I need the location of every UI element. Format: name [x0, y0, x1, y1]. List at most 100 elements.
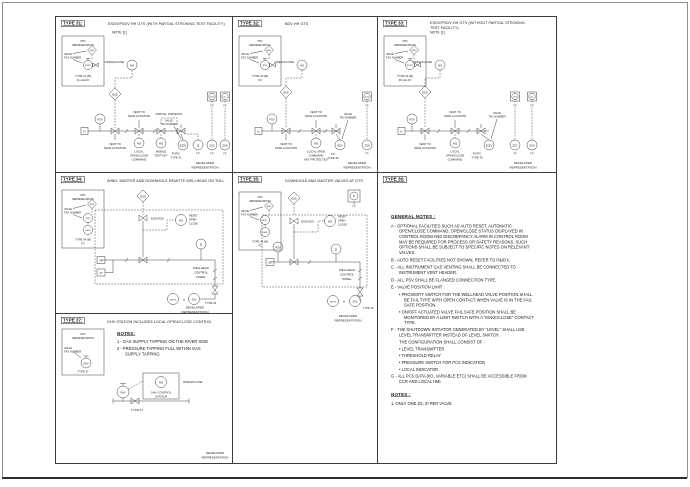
ssv-circle: SSV	[188, 293, 200, 305]
valve-tag-circle: BDV FO TYPE 32	[327, 133, 346, 160]
label-type31-tag: ESDV	[180, 145, 187, 148]
general-note-e: E - VALVE POSITION LIMIT :	[391, 285, 445, 290]
label-common-hs: HS	[300, 64, 304, 68]
label-common-open_close: OPEN/CLOSE	[412, 60, 432, 64]
label-common-pid2: REPRESENTATION	[394, 44, 416, 47]
label-common-esd: ESD	[140, 195, 145, 199]
type33-desc2: TEST FACILITY)	[430, 25, 459, 30]
label-common-vent_to: VENT TO	[133, 110, 146, 114]
label-type34-pid_fail: FC	[81, 242, 85, 246]
main-line	[88, 128, 185, 134]
psv-instrument: PSV	[266, 113, 278, 131]
label-common-tag_number: TAG NUMBER	[241, 213, 258, 217]
label-common-close: CLOSE	[189, 222, 198, 226]
label-common-note_ref: [1]	[531, 104, 534, 107]
gate-valve	[331, 124, 341, 135]
main-line	[405, 128, 489, 134]
local-open-command-hs: HS LOCAL OPEN COMMAND KEY PROTECTED	[304, 127, 328, 162]
label-type32-tag: BDV	[338, 145, 343, 148]
label-common-dhsv: DHSV	[330, 302, 337, 304]
note-1: 1. ONLY ONE ZS, ZI PER VALVE	[391, 401, 452, 407]
label-common-esd: ESD	[90, 50, 95, 52]
label-type35-typeref: TYPE 35	[363, 306, 374, 310]
label-common-developed: DEVELOPED	[348, 161, 367, 165]
label-common-zll: ZLL	[223, 97, 227, 99]
type35-title: TYPE 35:	[238, 176, 262, 183]
label-common-esd: ESD	[283, 91, 288, 95]
label-common-zi: ZI	[197, 144, 200, 148]
gas-line	[112, 397, 190, 405]
type36-title: TYPE 36:	[383, 176, 407, 183]
label-common-note_ref: [1]	[366, 152, 369, 155]
label-common-wellhead: WELLHEAD	[339, 268, 355, 272]
frame-divider-v2	[377, 16, 378, 463]
label-type32-pid_type: TYPE 32 [M]	[252, 74, 268, 78]
general-note-f5: • PRESSURE SWITCH FOR PCS INDICATION	[399, 360, 486, 366]
label-common-safe_location: SAFE LOCATION	[275, 146, 297, 150]
label-common-representation: REPRESENTATION	[181, 310, 208, 314]
label-type37-station2: STATION	[155, 395, 167, 399]
label-common-vent_to: VENT TO	[449, 110, 462, 114]
label-common-valve: VALVE	[344, 112, 352, 116]
label-common-developed: DEVELOPED	[339, 314, 358, 318]
label-common-esd: ESD	[112, 93, 117, 97]
general-note-f6: • LOCAL INDICATOR	[399, 367, 439, 372]
label-common-esd: ESD	[412, 50, 417, 52]
developed-representation-label: DEVELOPED REPRESENTATION	[201, 451, 228, 460]
label-common-pid2: REPRESENTATION	[249, 200, 271, 203]
label-common-note_ref: [1]	[197, 152, 200, 155]
junction-valve	[110, 127, 120, 135]
label-type32-fail: FO	[331, 152, 336, 156]
label-type37-typeref: TYPE 37	[131, 408, 143, 412]
label-common-zlh: ZLH	[513, 97, 517, 99]
label-common-pid2: REPRESENTATION	[72, 337, 94, 340]
label-common-note_ref: [1]	[224, 152, 227, 155]
general-note-b: B - AUTO RESET FACILITIES NOT SHOWN, REF…	[391, 257, 510, 263]
type37-note-1: 1 - GAS SUPPLY TAPPING ON THE RIVER SIDE	[117, 339, 209, 344]
label-common-zsh: ZSH	[364, 144, 369, 148]
sv-box: SV	[265, 258, 275, 266]
pid-representation-box: PID REPRESENTATION VALVE TAG NUMBER ESD …	[61, 189, 105, 249]
label-common-representation: REPRESENTATION	[201, 456, 228, 460]
mobile-test-key-hs: HS MOBILE TEST KEY	[154, 127, 168, 158]
pid-representation-box: PID REPRESENTATION VALVE TAG NUMBER ESD …	[383, 35, 427, 87]
label-type32-local3: KEY PROTECTED	[304, 158, 328, 162]
developed-representation-label: DEVELOPED REPRESENTATION	[181, 306, 208, 315]
reset-open-close-hs: HS RESET OPEN CLOSE	[294, 215, 347, 233]
n-box: N	[397, 127, 406, 135]
label-common-vent_to: VENT TO	[310, 110, 323, 114]
label-common-developed: DEVELOPED	[196, 161, 215, 165]
typeref-label: TYPE 35	[363, 306, 374, 310]
hydraulic-drop-line	[200, 260, 219, 300]
label-common-pid2: REPRESENTATION	[72, 44, 94, 47]
label-common-zll: ZLL	[530, 97, 534, 99]
general-note-a: A - OPTIONAL FACILITIES SUCH AS AUTO RES…	[391, 223, 530, 255]
esd-logic-diamond: ESD	[287, 191, 301, 215]
general-note-f2: THE CONFIGURATION SHALL CONSIST OF :	[399, 340, 485, 345]
vent-up-label: VENT TO SAFE LOCATION	[444, 110, 466, 128]
label-common-tag_number: TAG NUMBER	[64, 350, 81, 354]
zll-light: ZLL [1]	[527, 91, 537, 140]
label-common-note_ref: [1]	[353, 205, 356, 208]
esd-logic-diamond: ESD	[418, 85, 432, 128]
label-type33-fail: FO/FC	[473, 152, 481, 156]
type33-note: NOTE [1]	[430, 31, 445, 35]
pid-representation-box: PID REPRESENTATION VALVE TAG NUMBER ESD …	[238, 191, 282, 251]
sv-box-2: SV	[96, 260, 114, 277]
zi-instrument: ZI	[195, 238, 207, 260]
label-common-valve: VALVE	[64, 52, 72, 56]
pid-representation-box: PID REPRESENTATION VALVE TAG NUMBER ESD …	[61, 35, 105, 87]
label-common-valve: VALVE	[64, 346, 72, 350]
developed-representation-label: DEVELOPED REPRESENTATION	[191, 161, 218, 170]
label-common-sv: SV	[99, 272, 103, 275]
type34-desc: WING, MASTER AND DOWNHOLE REMOTE WELLHEA…	[107, 178, 225, 183]
type34-title: TYPE 34:	[61, 176, 85, 183]
psv-instrument: PSV	[272, 241, 284, 262]
label-type33-local3: COMMAND	[448, 158, 463, 162]
general-notes-title: GENERAL NOTES :	[391, 214, 436, 219]
label-common-zsc: ZSC	[209, 144, 214, 148]
label-common-note_ref: [1]	[514, 152, 517, 155]
label-type33-pid_fail: FO-HH-FC	[399, 78, 412, 82]
zll-light: ZLL [1]	[220, 91, 230, 140]
zi-panel-light: ZI [1]	[347, 189, 361, 208]
